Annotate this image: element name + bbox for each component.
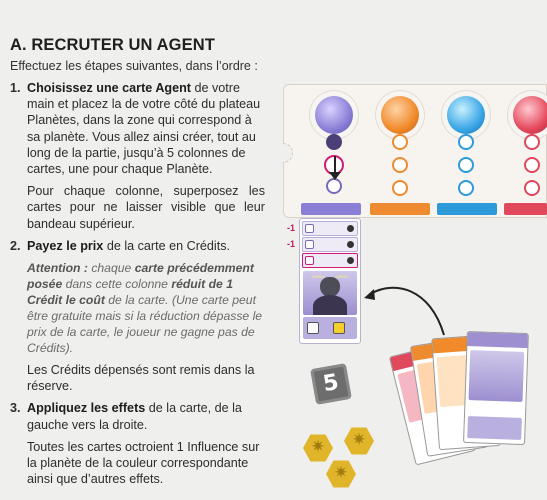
step-3-extra: Toutes les cartes octroient 1 Influence …: [27, 439, 260, 487]
slot-ring-icon: [326, 134, 342, 150]
card-hand: [388, 328, 543, 466]
effect-icon: [347, 225, 354, 232]
influence-token-icon: [326, 460, 356, 488]
discount-label: -1: [287, 223, 296, 233]
card-band: [302, 237, 358, 252]
step-number: 2.: [10, 238, 21, 253]
step-2-text: Payez le prix de la carte en Crédits.: [27, 238, 231, 253]
step-1: 1. Choisissez une carte Agent de votre m…: [10, 80, 265, 232]
orange-column-bar: [370, 203, 430, 215]
purple-column-bar: [301, 203, 361, 215]
step-number: 1.: [10, 81, 21, 95]
red-column-bar: [504, 203, 547, 215]
slot-ring-icon: [458, 180, 474, 196]
slot-ring-icon: [326, 178, 342, 194]
step-3-lead: Appliquez les effets: [27, 401, 146, 416]
card-band: [302, 253, 358, 268]
card-type-icon: [305, 224, 314, 233]
influence-token-icon: [303, 434, 333, 462]
slot-ring-icon: [392, 157, 408, 173]
purple-planet-icon: [315, 96, 353, 134]
hand-card: [463, 330, 529, 446]
influence-token-icon: [344, 427, 374, 455]
orange-planet-icon: [381, 96, 419, 134]
blue-column-bar: [437, 203, 497, 215]
step-1-text: Choisissez une carte Agent de votre main…: [27, 81, 261, 177]
step-3: 3. Appliquez les effets de la carte, de …: [10, 400, 265, 487]
step-1-lead: Choisissez une carte Agent: [27, 81, 191, 95]
board-notch: [283, 143, 293, 163]
arrow-icon: [364, 286, 445, 336]
section-title: A. RECRUTER UN AGENT: [10, 36, 215, 54]
arrow-icon: [329, 156, 341, 180]
slot-ring-icon: [458, 157, 474, 173]
credit-token: 5: [310, 363, 352, 405]
card-type-icon: [305, 240, 314, 249]
effect-icon: [347, 257, 354, 264]
card-band: [302, 221, 358, 236]
influence-icon: [307, 322, 319, 334]
effect-icon: [347, 241, 354, 248]
step-2-lead: Payez le prix: [27, 238, 104, 253]
agent-illustration: [303, 271, 357, 315]
red-planet-icon: [513, 96, 547, 134]
slot-ring-icon: [458, 134, 474, 150]
agent-card-stack: [299, 218, 361, 344]
step-number: 3.: [10, 401, 21, 416]
slot-ring-icon: [524, 157, 540, 173]
slot-ring-icon: [524, 180, 540, 196]
step-1-extra: Pour chaque colonne, superposez les cart…: [27, 184, 265, 231]
step-2: 2. Payez le prix de la carte en Crédits.…: [10, 238, 265, 395]
step-3-text: Appliquez les effets de la carte, de la …: [27, 401, 242, 432]
card-type-icon: [305, 256, 314, 265]
steps-list: 1. Choisissez une carte Agent de votre m…: [10, 80, 265, 493]
slot-ring-icon: [392, 180, 408, 196]
card-footer: [303, 317, 357, 339]
credit-cost-icon: [333, 322, 345, 334]
discount-label: -1: [287, 239, 296, 249]
slot-ring-icon: [392, 134, 408, 150]
slot-ring-icon: [524, 134, 540, 150]
blue-planet-icon: [447, 96, 485, 134]
attention-note: Attention : chaque carte précédemment po…: [27, 261, 263, 356]
intro-text: Effectuez les étapes suivantes, dans l’o…: [10, 59, 258, 73]
step-2-extra: Les Crédits dépensés sont remis dans la …: [27, 363, 255, 394]
